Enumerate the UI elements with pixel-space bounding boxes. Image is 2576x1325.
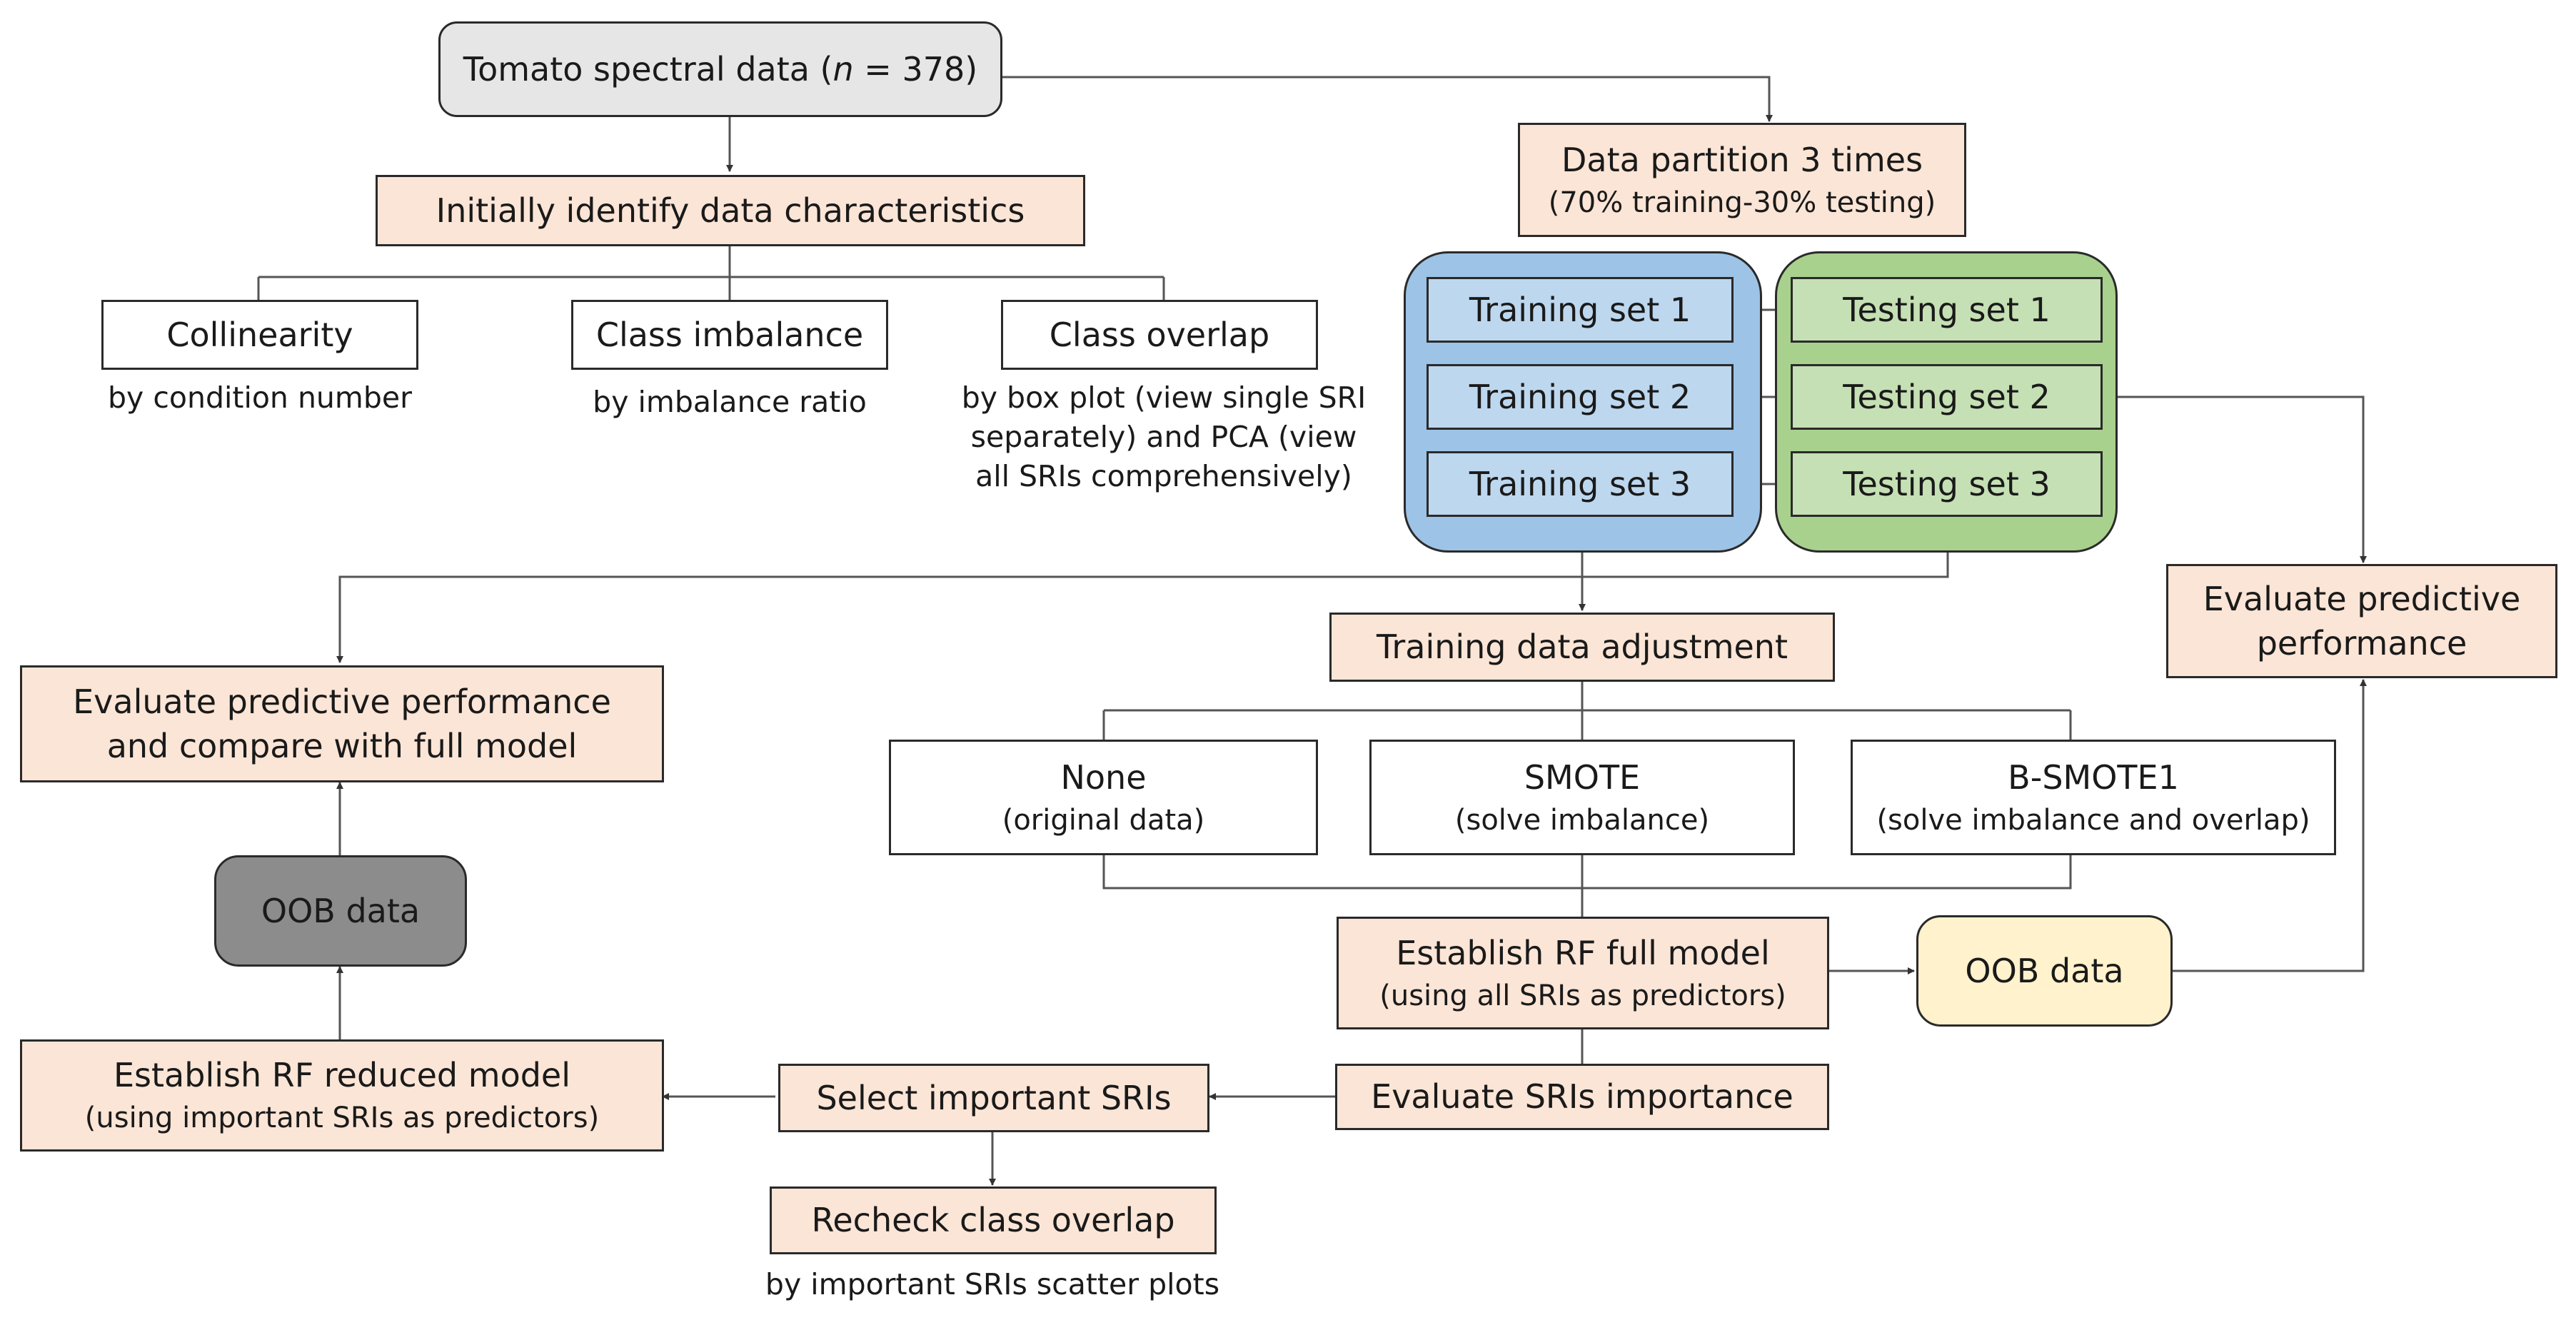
merge-full [1102,855,2072,917]
source-data-label: Tomato spectral data (n = 378) [463,49,977,89]
full-model-sub: (using all SRIs as predictors) [1379,979,1786,1012]
testing-set-3: Testing set 3 [1791,451,2103,517]
source-prefix: Tomato spectral data ( [463,49,833,89]
option-smote-box: SMOTE (solve imbalance) [1369,740,1795,855]
training-set-3: Training set 3 [1427,451,1734,517]
reduced-model-sub: (using important SRIs as predictors) [84,1102,600,1135]
partition-title: Data partition 3 times [1561,140,1923,179]
rf-reduced-model-box: Establish RF reduced model (using import… [20,1039,664,1152]
option-bsmote1-box: B-SMOTE1 (solve imbalance and overlap) [1851,740,2336,855]
branch-identify [257,246,1165,300]
option-smote-title: SMOTE [1524,757,1641,797]
option-none-sub: (original data) [1002,803,1205,837]
recheck-class-overlap-box: Recheck class overlap [770,1187,1217,1254]
identify-label: Initially identify data characteristics [436,191,1025,230]
reduced-model-title: Establish RF reduced model [113,1056,570,1095]
full-model-title: Establish RF full model [1396,933,1770,972]
recheck-note: by important SRIs scatter plots [765,1267,1220,1301]
evaluate-sri-importance-box: Evaluate SRIs importance [1335,1064,1829,1130]
collinearity-note: by condition number [108,381,412,415]
option-none-box: None (original data) [889,740,1318,855]
source-n-symbol: n [832,49,854,89]
arrow-source-partition [1002,76,1773,122]
class-overlap-box: Class overlap [1001,300,1318,370]
oob-data-left-box: OOB data [214,855,467,967]
arrow-testing-evaluate [2103,396,2367,563]
source-suffix: = 378) [853,49,978,89]
collinearity-box: Collinearity [101,300,418,370]
class-overlap-label: Class overlap [1049,315,1270,354]
branch-adjust [1102,682,2072,740]
class-imbalance-box: Class imbalance [571,300,888,370]
option-bsmote1-title: B-SMOTE1 [2008,757,2179,797]
line-testing-down [336,553,1949,663]
class-imbalance-label: Class imbalance [595,315,864,354]
collinearity-label: Collinearity [166,315,353,354]
oob-data-right-box: OOB data [1916,915,2173,1027]
training-data-adjustment-box: Training data adjustment [1329,613,1835,682]
arrow-oob-evaluate [2173,679,2367,972]
rf-full-model-box: Establish RF full model (using all SRIs … [1337,917,1829,1029]
option-none-title: None [1060,757,1147,797]
option-bsmote1-sub: (solve imbalance and overlap) [1876,803,2310,837]
testing-set-1: Testing set 1 [1791,277,2103,343]
data-partition-box: Data partition 3 times (70% training-30%… [1518,123,1966,237]
class-overlap-note: by box plot (view single SRI separately)… [961,381,1367,493]
training-set-2: Training set 2 [1427,364,1734,430]
option-smote-sub: (solve imbalance) [1454,803,1710,837]
evaluate-performance-right-box: Evaluate predictive performance [2166,564,2557,678]
partition-sub: (70% training-30% testing) [1548,186,1936,219]
identify-characteristics-box: Initially identify data characteristics [376,175,1085,246]
class-imbalance-note: by imbalance ratio [593,385,867,419]
source-data-box: Tomato spectral data (n = 378) [438,21,1002,117]
evaluate-performance-left-box: Evaluate predictive performance and comp… [20,665,664,782]
testing-set-2: Testing set 2 [1791,364,2103,430]
training-set-1: Training set 1 [1427,277,1734,343]
select-important-sris-box: Select important SRIs [778,1064,1209,1132]
